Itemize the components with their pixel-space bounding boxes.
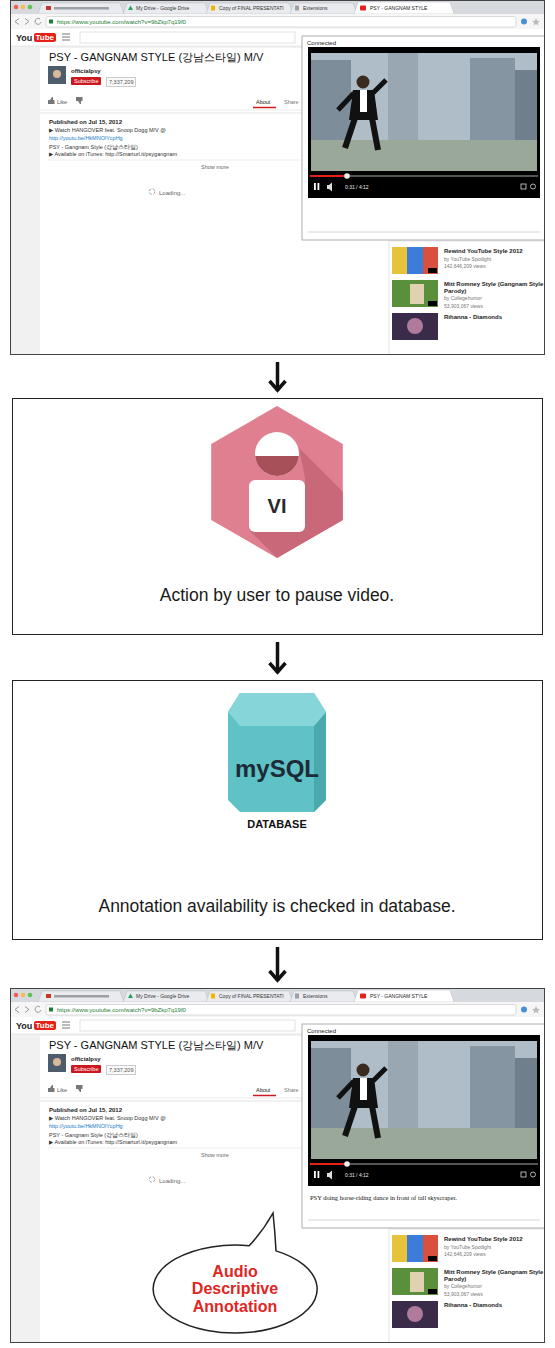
like-label: Like <box>57 99 67 105</box>
related-title: Mitt Romney Style (Gangnam Style Parody) <box>444 1269 544 1283</box>
subscribe-button: Subscribe <box>71 1065 101 1073</box>
description-line: ▶ Available on iTunes: http://Smarturl.i… <box>49 1139 177 1145</box>
database-body <box>228 693 326 812</box>
step-caption: Annotation availability is checked in da… <box>13 896 541 916</box>
time-code: 0:31 / 4:12 <box>345 185 369 191</box>
related-meta: by YouTube Spotlight <box>444 257 491 263</box>
loading-text: Loading... <box>159 1178 185 1185</box>
screenshot-before <box>10 0 545 355</box>
logo-text: You <box>16 33 32 43</box>
related-meta: 53,903,067 views <box>444 304 483 310</box>
browser-screenshot: My Drive - Google Drive Copy of FINAL PRE… <box>10 988 545 1343</box>
step-caption: Action by user to pause video. <box>13 585 541 605</box>
tab-title: PSY - GANGNAM STYLE <box>370 6 427 12</box>
show-more: Show more <box>201 164 229 170</box>
show-more: Show more <box>201 1152 229 1158</box>
tab-title: Extensions <box>303 6 327 12</box>
publish-date: Published on Jul 15, 2012 <box>49 1107 122 1114</box>
flow-arrow <box>276 947 280 981</box>
video-title: PSY - GANGNAM STYLE (강남스타일) M/V <box>49 1039 263 1052</box>
related-meta: by Collegehumor <box>444 1284 482 1290</box>
like-label: Like <box>57 1087 67 1093</box>
audio-description-text: PSY doing horse-riding dance in front of… <box>310 1194 457 1201</box>
flow-arrow <box>276 362 280 391</box>
description-line: PSY - Gangnam Style (강남스타일) <box>49 144 138 150</box>
browser-screenshot: My Drive - Google Drive Copy of FINAL PRE… <box>10 0 545 355</box>
description-line: ▶ Watch HANGOVER feat. Snoop Dogg M/V @ <box>49 127 166 133</box>
channel-name: officialpsy <box>71 1056 101 1063</box>
video-title: PSY - GANGNAM STYLE (강남스타일) M/V <box>49 51 263 64</box>
related-meta: 53,903,067 views <box>444 1292 483 1298</box>
tab-title: Copy of FINAL PRESENTATI <box>219 994 284 1000</box>
bubble-shape <box>153 1213 317 1333</box>
icon-label: mySQL <box>197 755 357 783</box>
channel-name: officialpsy <box>71 68 101 75</box>
subscriber-count: 7,337,209 <box>106 1065 136 1075</box>
status-text: Connected <box>307 1028 336 1035</box>
time-code: 0:31 / 4:12 <box>345 1173 369 1179</box>
related-meta: 142,646,209 views <box>444 264 486 270</box>
url-text: https://www.youtube.com/watch?v=9bZkp7q1… <box>57 19 186 26</box>
related-title: Rihanna - Diamonds <box>444 314 502 321</box>
icon-label: VI <box>249 495 305 518</box>
tab-title: My Drive - Google Drive <box>136 6 189 12</box>
description-line: PSY - Gangnam Style (강남스타일) <box>49 1132 138 1138</box>
tab-title: PSY - GANGNAM STYLE <box>370 994 427 1000</box>
publish-date: Published on Jul 15, 2012 <box>49 119 122 126</box>
url-text: https://www.youtube.com/watch?v=9bZkp7q1… <box>57 1007 186 1014</box>
related-meta: by YouTube Spotlight <box>444 1245 491 1251</box>
user-visor <box>255 456 299 478</box>
related-title: Rewind YouTube Style 2012 <box>444 1236 523 1243</box>
callout-text: Audio Descriptive Annotation <box>179 1263 291 1316</box>
status-text: Connected <box>307 40 336 47</box>
subscribe-button: Subscribe <box>71 77 101 85</box>
loading-text: Loading... <box>159 190 185 197</box>
description-line: ▶ Watch HANGOVER feat. Snoop Dogg M/V @ <box>49 1115 166 1121</box>
icon-label: DATABASE <box>197 818 357 831</box>
related-title: Rewind YouTube Style 2012 <box>444 248 523 255</box>
link-text: http://youtu.be/HkMNOlYcpHg <box>49 135 123 141</box>
related-title: Rihanna - Diamonds <box>444 1302 502 1309</box>
tab-title: My Drive - Google Drive <box>136 994 189 1000</box>
link-text: http://youtu.be/HkMNOlYcpHg <box>49 1123 123 1129</box>
speech-bubble: Audio Descriptive Annotation <box>151 1243 319 1335</box>
tab-title: Extensions <box>303 994 327 1000</box>
user-body <box>249 480 305 532</box>
flow-arrow <box>276 642 280 673</box>
subscriber-count: 7,337,209 <box>106 77 136 87</box>
related-meta: 142,646,209 views <box>444 1252 486 1258</box>
logo-text: Tube <box>34 1021 56 1030</box>
tab-title: Copy of FINAL PRESENTATI <box>219 6 284 12</box>
tab-label: About <box>256 99 270 105</box>
tab-label: Share <box>284 99 299 105</box>
related-title: Mitt Romney Style (Gangnam Style Parody) <box>444 281 544 295</box>
process-box: VI Action by user to pause video. <box>12 398 543 635</box>
logo-text: You <box>16 1021 32 1031</box>
database-top <box>228 693 326 726</box>
tab-label: About <box>256 1087 270 1093</box>
tab-label: Share <box>284 1087 299 1093</box>
related-meta: by Collegehumor <box>444 296 482 302</box>
database-icon <box>228 693 326 812</box>
process-box: mySQL DATABASE Annotation availability is … <box>12 680 543 940</box>
description-line: ▶ Available on iTunes: http://Smarturl.i… <box>49 151 177 157</box>
screenshot-after <box>10 988 545 1343</box>
logo-text: Tube <box>34 33 56 42</box>
